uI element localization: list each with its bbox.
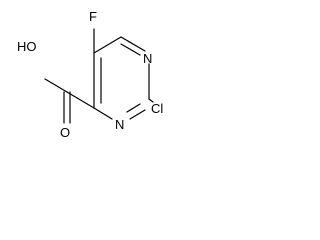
structure-canvas: F N HO N Cl O: [0, 0, 168, 155]
atom-label-carbonyl-oxygen: O: [60, 125, 70, 140]
bond-c5-c6: [93, 36, 122, 54]
bond-carboxyl-oh: [44, 78, 68, 93]
bond-n3-c4: [93, 107, 113, 120]
atom-label-nitrogen-bottom: N: [115, 117, 124, 132]
bond-c2-n3-double: [126, 103, 141, 113]
atom-label-nitrogen-top: N: [143, 51, 152, 66]
atom-label-chlorine: Cl: [151, 101, 163, 116]
bond-c6-n1: [120, 36, 146, 52]
bond-c2-n3: [129, 109, 146, 120]
bond-c6-n1-double: [120, 43, 141, 56]
bond-c4-carboxyl: [66, 91, 95, 109]
atom-label-fluorine: F: [89, 9, 97, 24]
atom-label-hydroxyl: HO: [17, 39, 37, 54]
bond-c2-cl: [148, 98, 154, 103]
molecule-drawing: F N HO N Cl O: [17, 9, 163, 140]
